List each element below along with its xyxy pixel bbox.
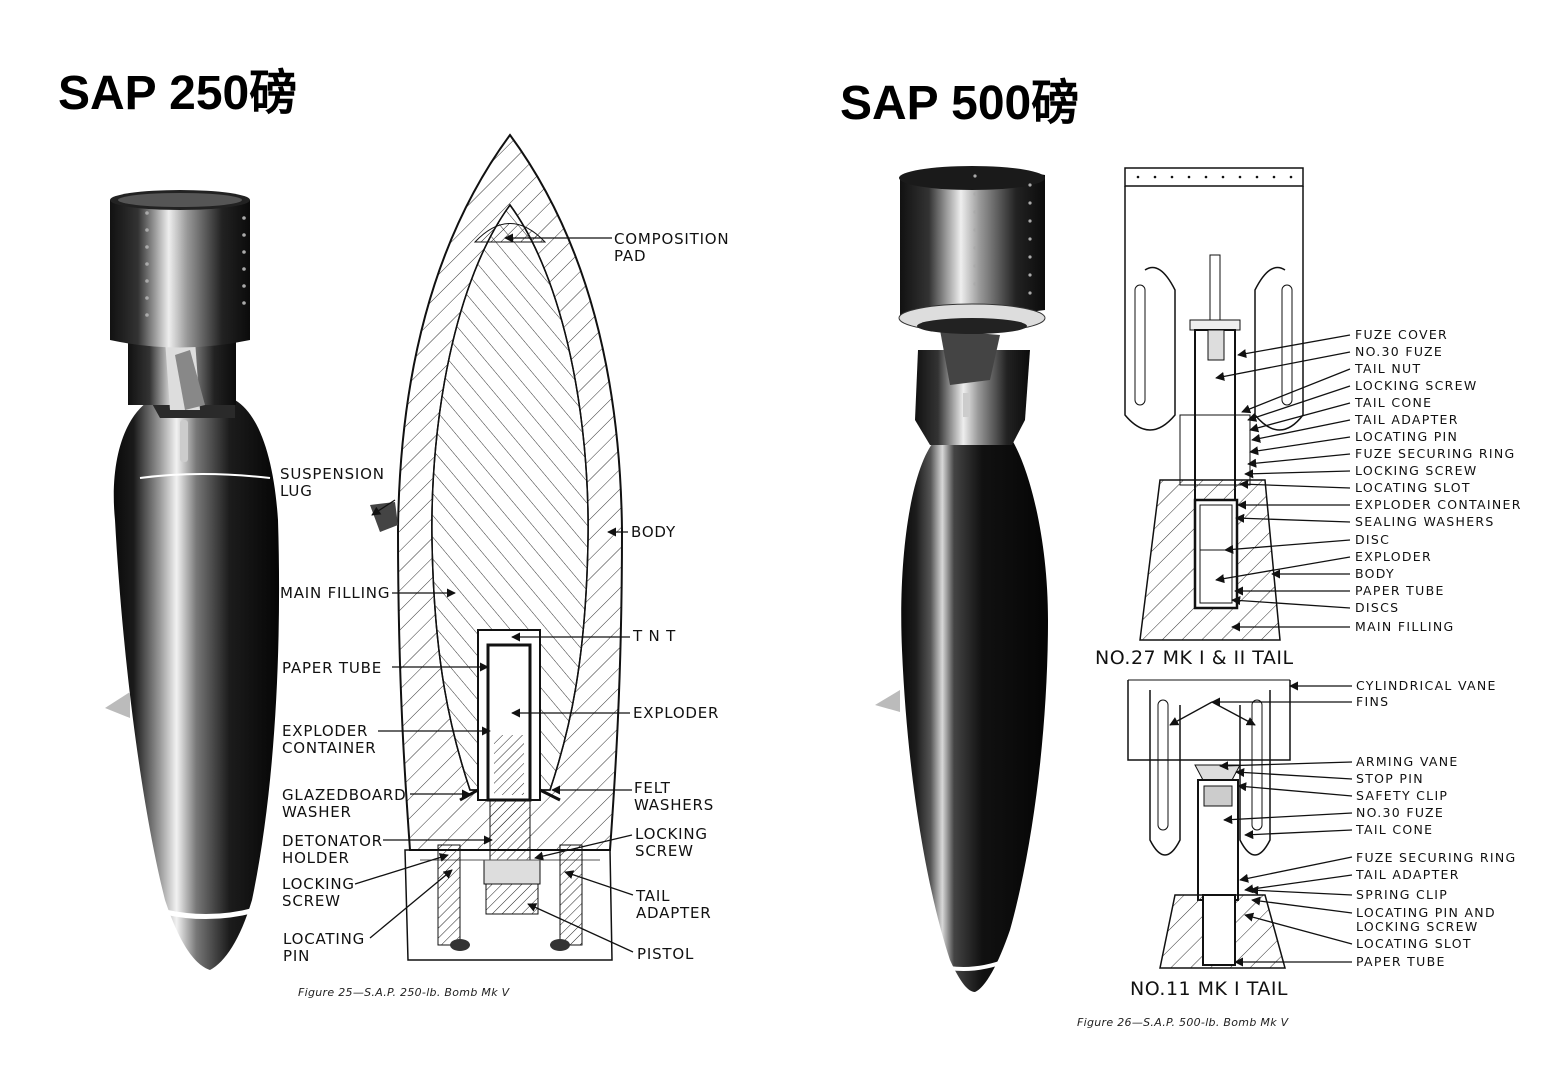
label-tail-adapter-1: TAIL ADAPTER bbox=[1355, 412, 1459, 427]
heading-no11-tail: NO.11 MK I TAIL bbox=[1130, 978, 1289, 1000]
label-exploder: EXPLODER bbox=[1355, 549, 1432, 564]
label-suspension-lug: SUSPENSION LUG bbox=[280, 465, 385, 500]
tail-no11-section bbox=[1127, 679, 1291, 969]
label-paper-tube: PAPER TUBE bbox=[282, 659, 382, 677]
label-disc: DISC bbox=[1355, 532, 1391, 547]
label-paper-tube-1: PAPER TUBE bbox=[1355, 583, 1445, 598]
leaders-500-top bbox=[1215, 334, 1351, 632]
heading-no27-tail: NO.27 MK I & II TAIL bbox=[1095, 647, 1294, 669]
label-main-filling: MAIN FILLING bbox=[1355, 619, 1455, 634]
label-locking-screw-2: LOCKING SCREW bbox=[1355, 463, 1478, 478]
bomb-250-exterior bbox=[105, 190, 280, 970]
label-pistol: PISTOL bbox=[637, 945, 695, 963]
label-fuze-securing-ring-1: FUZE SECURING RING bbox=[1355, 446, 1516, 461]
label-cylindrical-vane: CYLINDRICAL VANE bbox=[1356, 678, 1497, 693]
label-arming-vane: ARMING VANE bbox=[1356, 754, 1459, 769]
label-stop-pin: STOP PIN bbox=[1356, 771, 1424, 786]
bomb-500-exterior bbox=[875, 166, 1048, 992]
caption-figure-26: Figure 26—S.A.P. 500-lb. Bomb Mk V bbox=[1077, 1016, 1289, 1029]
label-fins: FINS bbox=[1356, 694, 1390, 709]
label-exploder-container: EXPLODER CONTAINER bbox=[1355, 497, 1522, 512]
label-exploder: EXPLODER bbox=[633, 704, 720, 722]
label-tnt: T N T bbox=[633, 627, 677, 645]
label-fuze-cover: FUZE COVER bbox=[1355, 327, 1449, 342]
label-no30-fuze: NO.30 FUZE bbox=[1355, 344, 1444, 359]
label-tail-cone-2: TAIL CONE bbox=[1356, 822, 1434, 837]
caption-figure-25: Figure 25—S.A.P. 250-lb. Bomb Mk V bbox=[298, 986, 510, 999]
bomb-250-section bbox=[370, 133, 624, 961]
title-500: SAP 500磅 bbox=[840, 77, 1080, 130]
label-composition-pad: COMPOSITION PAD bbox=[614, 230, 730, 265]
label-sealing-washers: SEALING WASHERS bbox=[1355, 514, 1495, 529]
label-safety-clip: SAFETY CLIP bbox=[1356, 788, 1449, 803]
title-250: SAP 250磅 bbox=[58, 67, 298, 120]
label-paper-tube-2: PAPER TUBE bbox=[1356, 954, 1446, 969]
label-tail-nut: TAIL NUT bbox=[1355, 361, 1422, 376]
label-locking-screw-right: LOCKING SCREW bbox=[635, 825, 708, 860]
label-main-filling: MAIN FILLING bbox=[280, 584, 391, 602]
label-body: BODY bbox=[631, 523, 676, 541]
label-no30-fuze-2: NO.30 FUZE bbox=[1356, 805, 1445, 820]
label-exploder-container: EXPLODER CONTAINER bbox=[282, 722, 377, 757]
label-locking-screw-1: LOCKING SCREW bbox=[1355, 378, 1478, 393]
label-tail-cone: TAIL CONE bbox=[1355, 395, 1433, 410]
leaders-250 bbox=[354, 233, 634, 953]
label-discs: DISCS bbox=[1355, 600, 1400, 615]
label-detonator-holder: DETONATOR HOLDER bbox=[282, 832, 383, 867]
label-locating-slot-1: LOCATING SLOT bbox=[1355, 480, 1471, 495]
tail-no27-section bbox=[1124, 167, 1304, 641]
leaders-500-bottom bbox=[1169, 681, 1353, 967]
label-locating-pin: LOCATING PIN bbox=[283, 930, 366, 965]
label-locating-slot-2: LOCATING SLOT bbox=[1356, 936, 1472, 951]
label-locating-pin-1: LOCATING PIN bbox=[1355, 429, 1459, 444]
label-glazedboard-washer: GLAZEDBOARD WASHER bbox=[282, 786, 407, 821]
label-tail-adapter: TAIL ADAPTER bbox=[636, 887, 712, 922]
label-fuze-securing-ring-2: FUZE SECURING RING bbox=[1356, 850, 1517, 865]
label-locating-pin-and-locking-screw: LOCATING PIN AND LOCKING SCREW bbox=[1356, 905, 1496, 934]
label-body: BODY bbox=[1355, 566, 1395, 581]
label-locking-screw-left: LOCKING SCREW bbox=[282, 875, 355, 910]
label-felt-washers: FELT WASHERS bbox=[634, 779, 715, 814]
label-spring-clip: SPRING CLIP bbox=[1356, 887, 1449, 902]
label-tail-adapter-2: TAIL ADAPTER bbox=[1356, 867, 1460, 882]
